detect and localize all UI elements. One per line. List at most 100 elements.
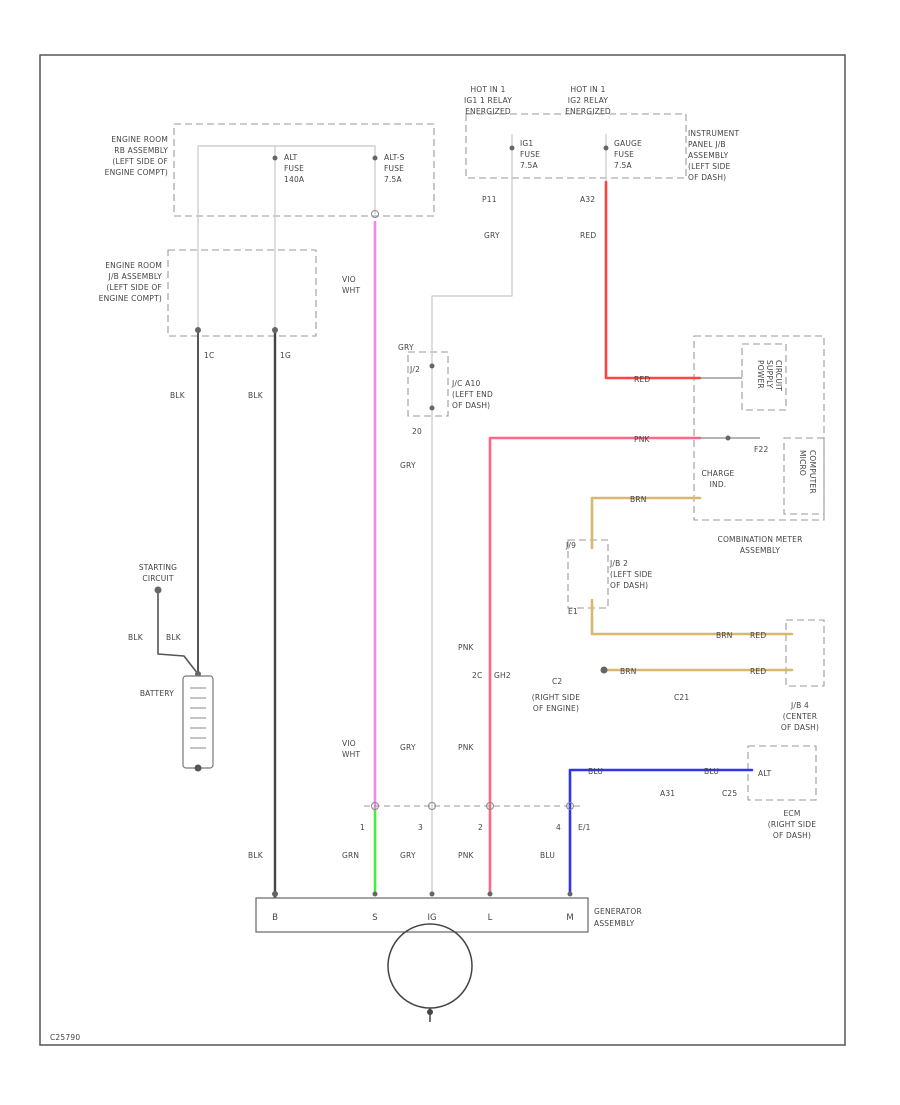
right-engine-l2: OF ENGINE) — [533, 704, 579, 713]
wc-gry-4: GRY — [400, 743, 416, 752]
generator-symbol — [387, 923, 473, 1009]
micro-computer-box — [783, 437, 825, 515]
conn-c25: C25 — [722, 789, 737, 798]
wc-wht-1: WHT — [342, 286, 360, 295]
wc-wht-2: WHT — [342, 750, 360, 759]
engine-room-jb-l1: ENGINE ROOM — [105, 261, 162, 270]
power-supply-l1: POWER — [756, 360, 765, 389]
wire-pnk — [488, 436, 702, 896]
wire-blk-starting — [157, 589, 199, 675]
j5-junction-l1: J/B 2 — [609, 559, 628, 568]
wc-gry-1: GRY — [484, 231, 500, 240]
conn-j9: J/9 — [565, 541, 576, 550]
wc-blu-1: BLU — [588, 767, 603, 776]
battery-symbol — [182, 675, 214, 769]
conn-pin-1: 1 — [360, 823, 365, 832]
right-engine-l1: (RIGHT SIDE — [532, 693, 581, 702]
ecm-l3: OF DASH) — [773, 831, 811, 840]
gen-terminal-m: M — [566, 913, 573, 923]
wire-red — [604, 180, 702, 380]
hot-feed-1-line1: HOT IN 1 — [470, 85, 505, 94]
conn-pin-2: 2 — [478, 823, 483, 832]
wc-gry-3: GRY — [400, 461, 416, 470]
wc-pnk-1: PNK — [634, 435, 651, 444]
hot-feed-1-line3: ENERGIZED — [465, 107, 511, 116]
j4-junction-l3: OF DASH) — [781, 723, 819, 732]
conn-1g: 1G — [280, 351, 291, 360]
gen-terminal-l: L — [488, 913, 493, 923]
battery-label: BATTERY — [140, 689, 174, 698]
diagram-frame — [39, 54, 846, 1046]
j2-junction-box — [407, 351, 449, 417]
combination-meter-l2: ASSEMBLY — [740, 546, 781, 555]
wc-brn-3: BRN — [620, 667, 637, 676]
wc-brn-2: BRN — [716, 631, 733, 640]
wc-red-3: RED — [750, 631, 766, 640]
j4-junction-l1: J/B 4 — [790, 701, 809, 710]
wire-brn-mid — [590, 598, 794, 636]
j5-junction-l3: OF DASH) — [610, 581, 648, 590]
fuse-ig1-l1: IG1 — [520, 139, 533, 148]
hot-feed-2-line2: IG2 RELAY — [568, 96, 609, 105]
engine-room-jb-l2: J/B ASSEMBLY — [108, 272, 163, 281]
wc-vio-2: VIO — [342, 739, 356, 748]
fuse-alts-l3: 7.5A — [384, 175, 403, 184]
conn-c21: C21 — [674, 693, 689, 702]
wc-blk-3: BLK — [128, 633, 144, 642]
wc-red-1: RED — [580, 231, 596, 240]
micro-computer-l1: MICRO — [798, 450, 807, 476]
diagram-code: C25790 — [50, 1033, 80, 1042]
power-supply-box — [741, 343, 787, 411]
gray-wires — [197, 145, 513, 895]
conn-e1: E1 — [568, 607, 578, 616]
starting-circuit-l2: CIRCUIT — [142, 574, 173, 583]
conn-e1b: E/1 — [578, 823, 591, 832]
generator-assembly-label-2: ASSEMBLY — [594, 919, 635, 928]
starting-circuit-l1: STARTING — [139, 563, 177, 572]
conn-c2: C2 — [552, 677, 562, 686]
charge-ind-l2: IND. — [710, 480, 727, 489]
ip-jb-l4: (LEFT SIDE — [688, 162, 731, 171]
gen-terminal-s: S — [372, 913, 377, 923]
engine-room-jb-box — [167, 249, 317, 337]
j5-junction-box — [567, 539, 609, 609]
conn-gh2: GH2 — [494, 671, 511, 680]
j2-junction-l2: (LEFT END — [452, 390, 493, 399]
wc-blu-3: BLU — [540, 851, 555, 860]
j4-junction-l2: (CENTER — [783, 712, 817, 721]
ip-jb-l1: INSTRUMENT — [688, 129, 739, 138]
hot-feed-2-line1: HOT IN 1 — [570, 85, 605, 94]
conn-j2: J/2 — [409, 365, 420, 374]
wc-blk-4: BLK — [166, 633, 182, 642]
wc-pnk-3: PNK — [458, 743, 475, 752]
engine-room-rb-l4: ENGINE COMPT) — [105, 168, 168, 177]
wire-brn-top — [590, 496, 702, 550]
wc-blk-5: BLK — [248, 851, 264, 860]
power-supply-l2: SUPPLY — [765, 360, 774, 388]
wc-gry-5: GRY — [400, 851, 416, 860]
engine-room-rb-l2: RB ASSEMBLY — [114, 146, 168, 155]
combination-meter-l1: COMBINATION METER — [718, 535, 803, 544]
fuse-ig1-l3: 7.5A — [520, 161, 539, 170]
fuse-gauge-l3: 7.5A — [614, 161, 633, 170]
fuse-alts-l2: FUSE — [384, 164, 404, 173]
wc-grn: GRN — [342, 851, 359, 860]
alt-label: ALT — [758, 769, 772, 778]
conn-pin-4: 4 — [556, 823, 561, 832]
hot-feed-box — [465, 113, 687, 179]
j2-junction-l1: J/C A10 — [451, 379, 480, 388]
power-supply-l3: CIRCUIT — [774, 360, 783, 391]
fuse-alt-l1: ALT — [284, 153, 298, 162]
engine-room-jb-l3: (LEFT SIDE OF — [106, 283, 162, 292]
conn-p11: P11 — [482, 195, 497, 204]
wc-blk-2: BLK — [248, 391, 264, 400]
j4-junction-box — [785, 619, 825, 687]
ip-jb-l5: OF DASH) — [688, 173, 726, 182]
wc-gry-2: GRY — [398, 343, 414, 352]
generator-terminal-block — [255, 897, 589, 933]
wc-red-4: RED — [750, 667, 766, 676]
wc-pnk-2: PNK — [458, 643, 475, 652]
fuse-alts-l1: ALT-S — [384, 153, 405, 162]
hot-feed-1-line2: IG1 1 RELAY — [464, 96, 512, 105]
fuse-alt-l2: FUSE — [284, 164, 304, 173]
